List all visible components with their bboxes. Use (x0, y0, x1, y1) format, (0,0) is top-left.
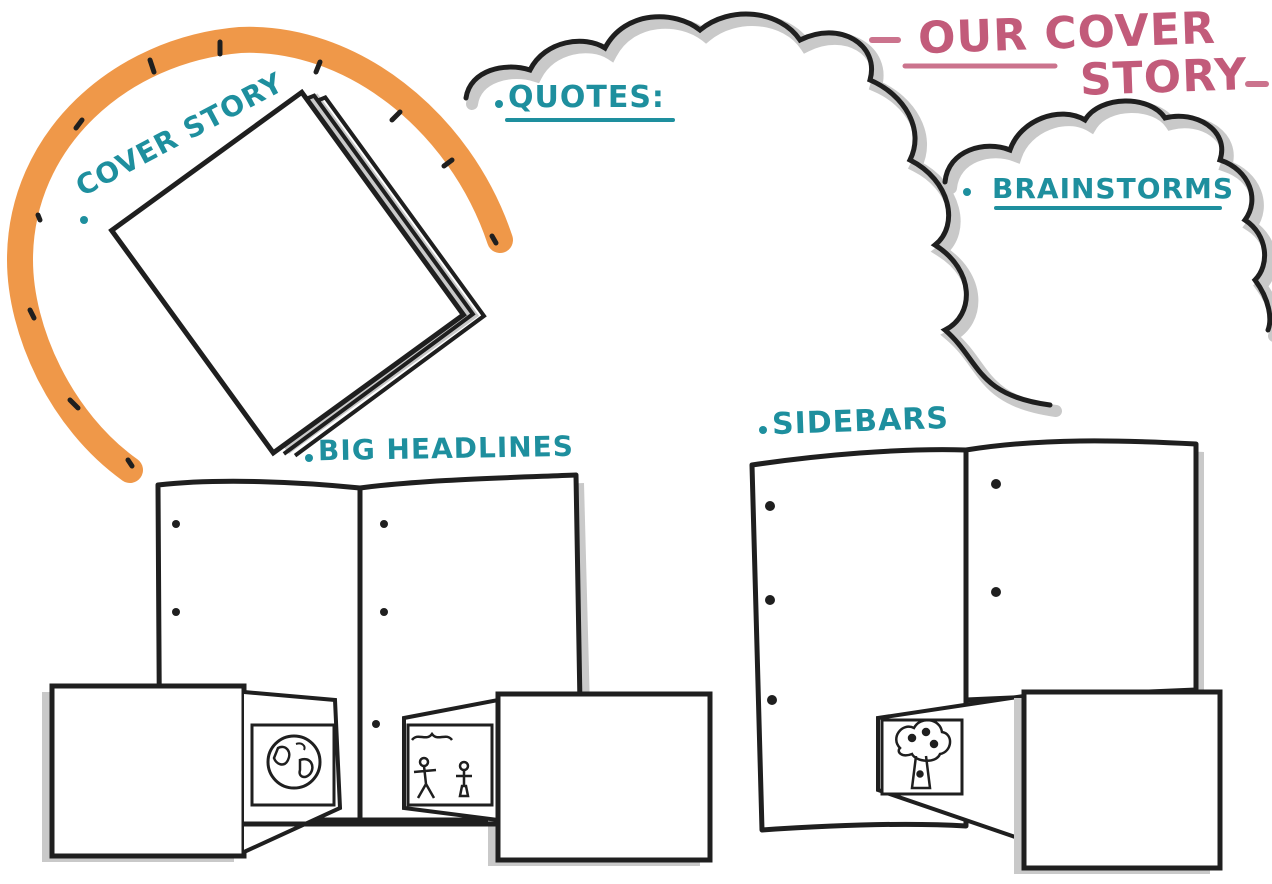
arc-tick-marks (27, 39, 499, 469)
tree-icon (895, 719, 952, 790)
brainstorms-label: BRAINSTORMS (992, 172, 1235, 205)
quotes-label: QUOTES: (508, 80, 665, 115)
title-dashes (869, 37, 1269, 87)
bullet-dots (80, 100, 971, 462)
cover-story-magazine (108, 88, 487, 458)
title-line-2: STORY (1079, 49, 1249, 106)
binder-holes (172, 520, 388, 728)
big-headlines-label: BIG HEADLINES (317, 429, 575, 468)
brainstorms-cloud (942, 98, 1272, 342)
stick-figures-icon (411, 731, 472, 799)
quotes-cloud (463, 11, 1062, 417)
sidebars-label: SIDEBARS (771, 400, 950, 443)
brainstorms-underline (994, 206, 1222, 210)
globe-icon (266, 734, 322, 790)
binder-holes-sidebars (765, 479, 1001, 705)
big-headlines-spread (42, 472, 713, 866)
orange-arc (6, 26, 513, 483)
sidebars-spread (749, 438, 1223, 874)
quotes-underline (505, 118, 675, 122)
